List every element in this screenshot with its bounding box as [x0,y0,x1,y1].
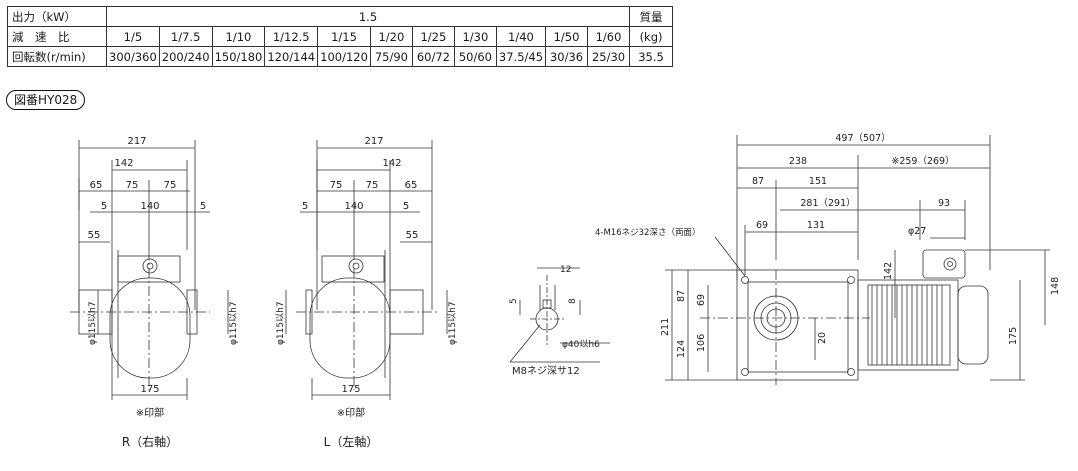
side-dim-69v: 69 [696,294,707,306]
view-l-dim-142: 142 [382,158,401,169]
side-dim-93: 93 [938,198,950,209]
view-l-dim-65: 65 [405,180,418,191]
ratio-cell: 1/7.5 [158,26,213,47]
side-dim-87v: 87 [676,290,687,302]
view-r-dim-140: 140 [140,201,159,212]
view-l-dim-140: 140 [344,201,363,212]
ratio-cell: 1/5 [106,26,160,47]
shaft-dim-8: 8 [568,298,578,304]
spec-table: 出力（kW） 1.5 質量 減 速 比 1/5 1/7.5 1/10 1/12.… [7,6,674,67]
view-r-mark-label: ※印部 [136,406,164,419]
view-r-dim-75b: 75 [164,180,177,191]
side-dim-148: 148 [1050,277,1061,295]
ratio-cell: 1/20 [369,26,413,47]
view-l-dim-75b: 75 [366,180,379,191]
view-r-dim-5a: 5 [101,201,107,212]
speed-cell: 120/144 [264,46,319,67]
shaft-dim-5: 5 [509,298,519,304]
side-dim-281: 281（291） [800,197,855,209]
ratio-cell: 1/40 [495,26,547,47]
view-r-dim-75a: 75 [126,180,139,191]
view-r-dim-175: 175 [140,384,159,395]
view-r-shaft-dim-right: φ115以h7 [229,301,239,345]
speed-cell: 100/120 [317,46,371,67]
side-dim-151: 151 [809,176,827,187]
side-dim-259: ※259（269） [891,155,954,167]
shaft-thread-note: M8ネジ深サ12 [512,365,580,377]
side-dim-69: 69 [756,220,768,231]
speed-cell: 300/360 [106,46,160,67]
side-dim-27: φ27 [908,226,926,237]
side-dim-211: 211 [660,318,671,336]
view-r-dim-5b: 5 [200,201,206,212]
speed-label: 回転数(r/min) [7,46,107,67]
view-r-drawing [70,140,229,400]
shaft-dim-12: 12 [560,265,571,275]
view-l-dim-217: 217 [364,136,383,147]
view-l-dim-55: 55 [406,230,419,241]
view-r-shaft-dim-left: φ115以h7 [88,301,98,345]
drawing-number-badge: 図番HY028 [6,90,86,110]
speed-cell: 30/36 [545,46,589,67]
view-r-dim-217: 217 [127,136,146,147]
side-dim-131: 131 [807,220,825,231]
side-dim-20: 20 [817,332,828,344]
view-r-caption: R（右軸） [122,434,178,449]
view-l-shaft-dim-right: φ115以h7 [448,301,458,345]
side-dim-175: 175 [1008,327,1019,345]
speed-cell: 25/30 [587,46,631,67]
mass-unit: (kg) [629,26,674,47]
speed-cell: 60/72 [411,46,455,67]
speed-cell: 50/60 [453,46,497,67]
view-r-dim-142: 142 [114,158,133,169]
mass-value: 35.5 [629,46,674,67]
speed-cell: 200/240 [158,46,213,67]
view-l-caption: L（左軸） [324,434,379,449]
shaft-detail-drawing [509,267,610,363]
view-l-mark-label: ※印部 [337,406,365,419]
view-l-dim-5a: 5 [302,201,308,212]
side-dim-106: 106 [696,334,707,352]
side-thread-note: 4-M16ネジ32深さ（両面） [595,227,700,238]
view-l-dim-175: 175 [341,384,360,395]
shaft-dim-diameter: φ40以h6 [562,340,600,350]
view-l-dim-5b: 5 [403,201,409,212]
view-r-dim-65: 65 [90,180,103,191]
table-row: 減 速 比 1/5 1/7.5 1/10 1/12.5 1/15 1/20 1/… [7,26,674,47]
view-l-dim-75a: 75 [330,180,343,191]
speed-cell: 37.5/45 [495,46,547,67]
side-view-drawing [665,135,1050,385]
speed-cell: 150/180 [211,46,266,67]
view-l-drawing [285,140,448,400]
table-row: 回転数(r/min) 300/360 200/240 150/180 120/1… [7,46,674,67]
side-dim-total: 497（507） [835,132,890,144]
side-dim-87: 87 [752,176,764,187]
side-dim-124: 124 [676,340,687,358]
view-r-dim-55: 55 [88,230,101,241]
side-dim-238: 238 [789,156,807,167]
side-dim-142: 142 [883,262,894,280]
view-l-shaft-dim-left: φ115以h7 [276,301,286,345]
